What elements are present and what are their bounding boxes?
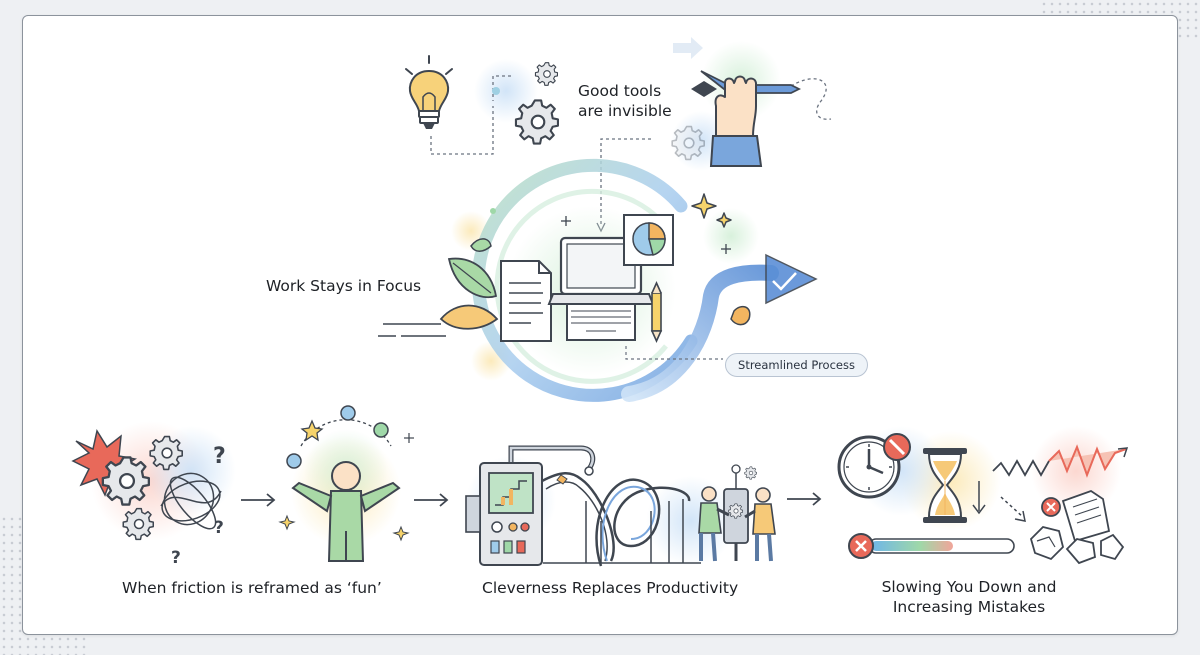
- arrow-icon: [621, 253, 818, 402]
- lightbulb-icon: [405, 55, 453, 129]
- question-mark-icon: ?: [171, 548, 181, 568]
- slowing-line2: Increasing Mistakes: [892, 598, 1046, 616]
- gear-icon-small: [534, 62, 559, 86]
- no-entry-icon: [883, 433, 911, 461]
- diagram-card: ? ? ?: [22, 15, 1178, 635]
- good-tools-line1: Good tools: [578, 82, 662, 100]
- juggler-icon: [278, 405, 414, 562]
- slowing-label: Slowing You Down and Increasing Mistakes: [871, 577, 1067, 617]
- tangled-lines-icon: [160, 472, 222, 530]
- good-tools-line2: are invisible: [578, 102, 672, 120]
- pencil-icon: [650, 281, 663, 343]
- gear-icon-low: [122, 507, 154, 541]
- flow-arrow-3: [787, 492, 822, 506]
- flow-arrow-2: [414, 493, 449, 507]
- friction-group: ? ? ?: [71, 421, 236, 568]
- good-tools-label: Good tools are invisible: [578, 81, 672, 121]
- slowing-group: [837, 426, 1129, 565]
- streamlined-process-pill: Streamlined Process: [725, 353, 868, 377]
- friction-label: When friction is reframed as ‘fun’: [122, 579, 382, 597]
- rube-goldberg-machine-icon: [465, 445, 776, 567]
- gear-icon-large: [101, 456, 151, 506]
- gear-icon: [514, 99, 560, 145]
- crumpled-paper-icon: [1029, 490, 1125, 565]
- gear-icon-medium: [149, 435, 183, 471]
- progress-bar-icon: [848, 533, 1015, 559]
- diagram-art: ? ? ?: [71, 37, 1129, 568]
- pen-hand-icon: [691, 70, 802, 167]
- slowing-line1: Slowing You Down and: [881, 578, 1057, 596]
- leaf-icon: [439, 238, 499, 330]
- sparkle-icon: [691, 193, 732, 228]
- laptop-icon: [547, 236, 655, 341]
- flow-arrow-1: [241, 493, 276, 507]
- question-mark-icon: ?: [213, 444, 226, 469]
- middle-group: [378, 158, 818, 402]
- clock-icon: [837, 435, 901, 499]
- cleverness-label: Cleverness Replaces Productivity: [482, 579, 739, 597]
- work-focus-label: Work Stays in Focus: [266, 277, 422, 295]
- hourglass-icon: [923, 448, 967, 523]
- document-icon: [500, 260, 552, 342]
- question-mark-icon: ?: [214, 518, 224, 538]
- top-group: [405, 37, 832, 233]
- gear-icon-faded: [671, 125, 706, 161]
- pie-chart-icon: [623, 214, 674, 266]
